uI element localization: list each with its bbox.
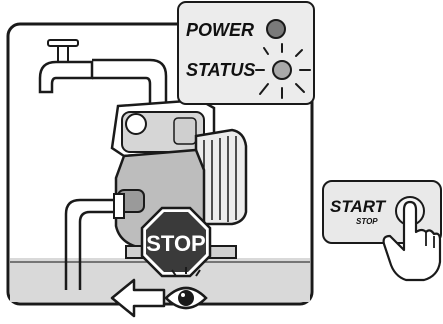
start-label: START (330, 197, 387, 216)
stop-label: STOP (356, 217, 378, 226)
indicator-panel: POWER STATUS (178, 2, 314, 104)
status-led-icon (273, 61, 291, 79)
start-stop-button[interactable]: START STOP (323, 181, 441, 280)
stop-sign-text: STOP (146, 231, 206, 256)
power-led-icon (267, 20, 285, 38)
status-label: STATUS (186, 60, 255, 80)
stop-sign-icon: STOP (142, 208, 210, 276)
power-label: POWER (186, 20, 254, 40)
